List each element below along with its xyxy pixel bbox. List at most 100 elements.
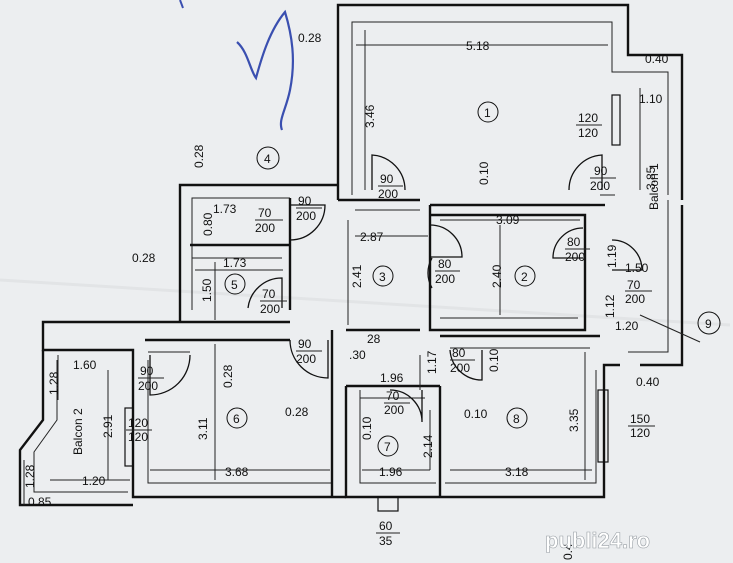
room-6-label: 6 (226, 407, 248, 429)
dim-label: 0.10 (360, 416, 374, 440)
dim-label: 0.28 (298, 31, 322, 45)
dim-label: 3.85 (644, 166, 658, 190)
dim-label: 200 (378, 187, 398, 201)
dim-label: 5.18 (466, 39, 490, 53)
dim-label: 3.09 (496, 213, 520, 227)
room-number: 5 (231, 278, 238, 292)
dim-label: 28 (367, 332, 381, 346)
room-labels: 1 2 3 4 5 6 7 8 9 (224, 101, 721, 457)
dim-label: 2.41 (350, 264, 364, 288)
room-5-label: 5 (224, 273, 246, 295)
dim-label: 35 (379, 534, 393, 548)
room-number: 9 (705, 317, 712, 331)
dim-label: 70 (386, 389, 400, 403)
dim-label: 0.80 (201, 212, 215, 236)
room-2-label: 2 (514, 265, 536, 287)
dimension-lines (23, 30, 701, 505)
dim-label: 1.50 (625, 261, 649, 275)
dim-label: 0.85 (28, 495, 52, 509)
room-number: 6 (233, 412, 240, 426)
dim-label: 2.87 (360, 230, 384, 244)
dim-label: 200 (565, 250, 585, 264)
dim-label: 0.4 (561, 543, 575, 560)
dim-label: 0.40 (645, 52, 669, 66)
dim-label: 120 (578, 126, 598, 140)
dim-label: 200 (590, 179, 610, 193)
room-number: 7 (384, 440, 391, 454)
dim-label: 200 (255, 221, 275, 235)
dim-label: 2.14 (421, 434, 435, 458)
dim-label: 3.35 (567, 408, 581, 432)
dim-label: 1.73 (223, 256, 247, 270)
room-number: 4 (264, 152, 271, 166)
dim-label: 0.28 (132, 251, 156, 265)
dim-label: 1.28 (47, 371, 61, 395)
dim-label: 1.28 (23, 464, 37, 488)
room-8-label: 8 (506, 407, 528, 429)
dim-label: 1.50 (200, 278, 214, 302)
dim-label: 60 (379, 519, 393, 533)
dim-label: 0.10 (487, 348, 501, 372)
dim-label: 3.46 (363, 104, 377, 128)
dim-label: 0.28 (285, 405, 309, 419)
room-number: 3 (379, 270, 386, 284)
dim-label: 120 (578, 111, 598, 125)
dim-label: 1.17 (425, 350, 439, 374)
dim-label: 1.73 (213, 202, 237, 216)
balcony-2-label: Balcon 2 (71, 408, 85, 455)
room-number: 1 (484, 106, 491, 120)
dim-label: 0.40 (636, 375, 660, 389)
dim-label: 2.40 (490, 264, 504, 288)
dim-label: 150 (630, 412, 650, 426)
dim-label: 90 (298, 194, 312, 208)
balcony-1-label: Balcon 1 (647, 163, 661, 210)
dim-label: 90 (298, 337, 312, 351)
dim-label: 0.10 (464, 407, 488, 421)
room-9-label: 9 (697, 311, 721, 335)
dim-label: 120 (630, 426, 650, 440)
dim-label: 1.20 (615, 319, 639, 333)
dim-label: 200 (625, 292, 645, 306)
dim-label: 1.20 (82, 474, 106, 488)
dim-label: 200 (260, 302, 280, 316)
dim-label: 80 (452, 346, 466, 360)
dimension-labels: 0.28 5.18 0.40 3.46 1.10 120 120 0.28 0.… (23, 31, 669, 560)
room-3-label: 3 (372, 265, 394, 287)
room-7-label: 7 (377, 435, 399, 457)
dim-label: 0.10 (477, 161, 491, 185)
room-1-label: 1 (477, 101, 499, 123)
dim-label: 90 (594, 164, 608, 178)
dim-label: 120 (128, 430, 148, 444)
dim-label: 0.28 (221, 364, 235, 388)
dim-label: 200 (435, 272, 455, 286)
room-4-label: 4 (256, 146, 280, 170)
pen-scribble (179, 0, 184, 9)
door-swings (149, 154, 643, 423)
paper-fold-line (0, 278, 731, 327)
dim-label: 120 (128, 416, 148, 430)
dim-label: 1.10 (639, 92, 663, 106)
dim-label: 1.19 (605, 244, 619, 268)
exterior-walls (18, 3, 684, 507)
dim-label: 200 (296, 209, 316, 223)
dim-label: 80 (567, 235, 581, 249)
dim-label: 200 (296, 352, 316, 366)
dim-label: 1.60 (73, 358, 97, 372)
dim-label: .30 (349, 348, 366, 362)
dim-label: 80 (438, 257, 452, 271)
dim-label: 3.68 (225, 465, 249, 479)
dim-label: 1.12 (603, 294, 617, 318)
room-number: 2 (521, 270, 528, 284)
dim-label: 1.96 (380, 371, 404, 385)
dim-label: 2.91 (101, 414, 115, 438)
dim-label: 70 (258, 206, 272, 220)
publi24-watermark: publi24.ro (545, 528, 650, 553)
pen-scribble (236, 9, 295, 131)
dim-label: 90 (140, 364, 154, 378)
dim-label: 0.28 (192, 144, 206, 168)
dim-label: 200 (384, 403, 404, 417)
dim-label: 70 (627, 278, 641, 292)
dim-label: 1.96 (379, 465, 403, 479)
